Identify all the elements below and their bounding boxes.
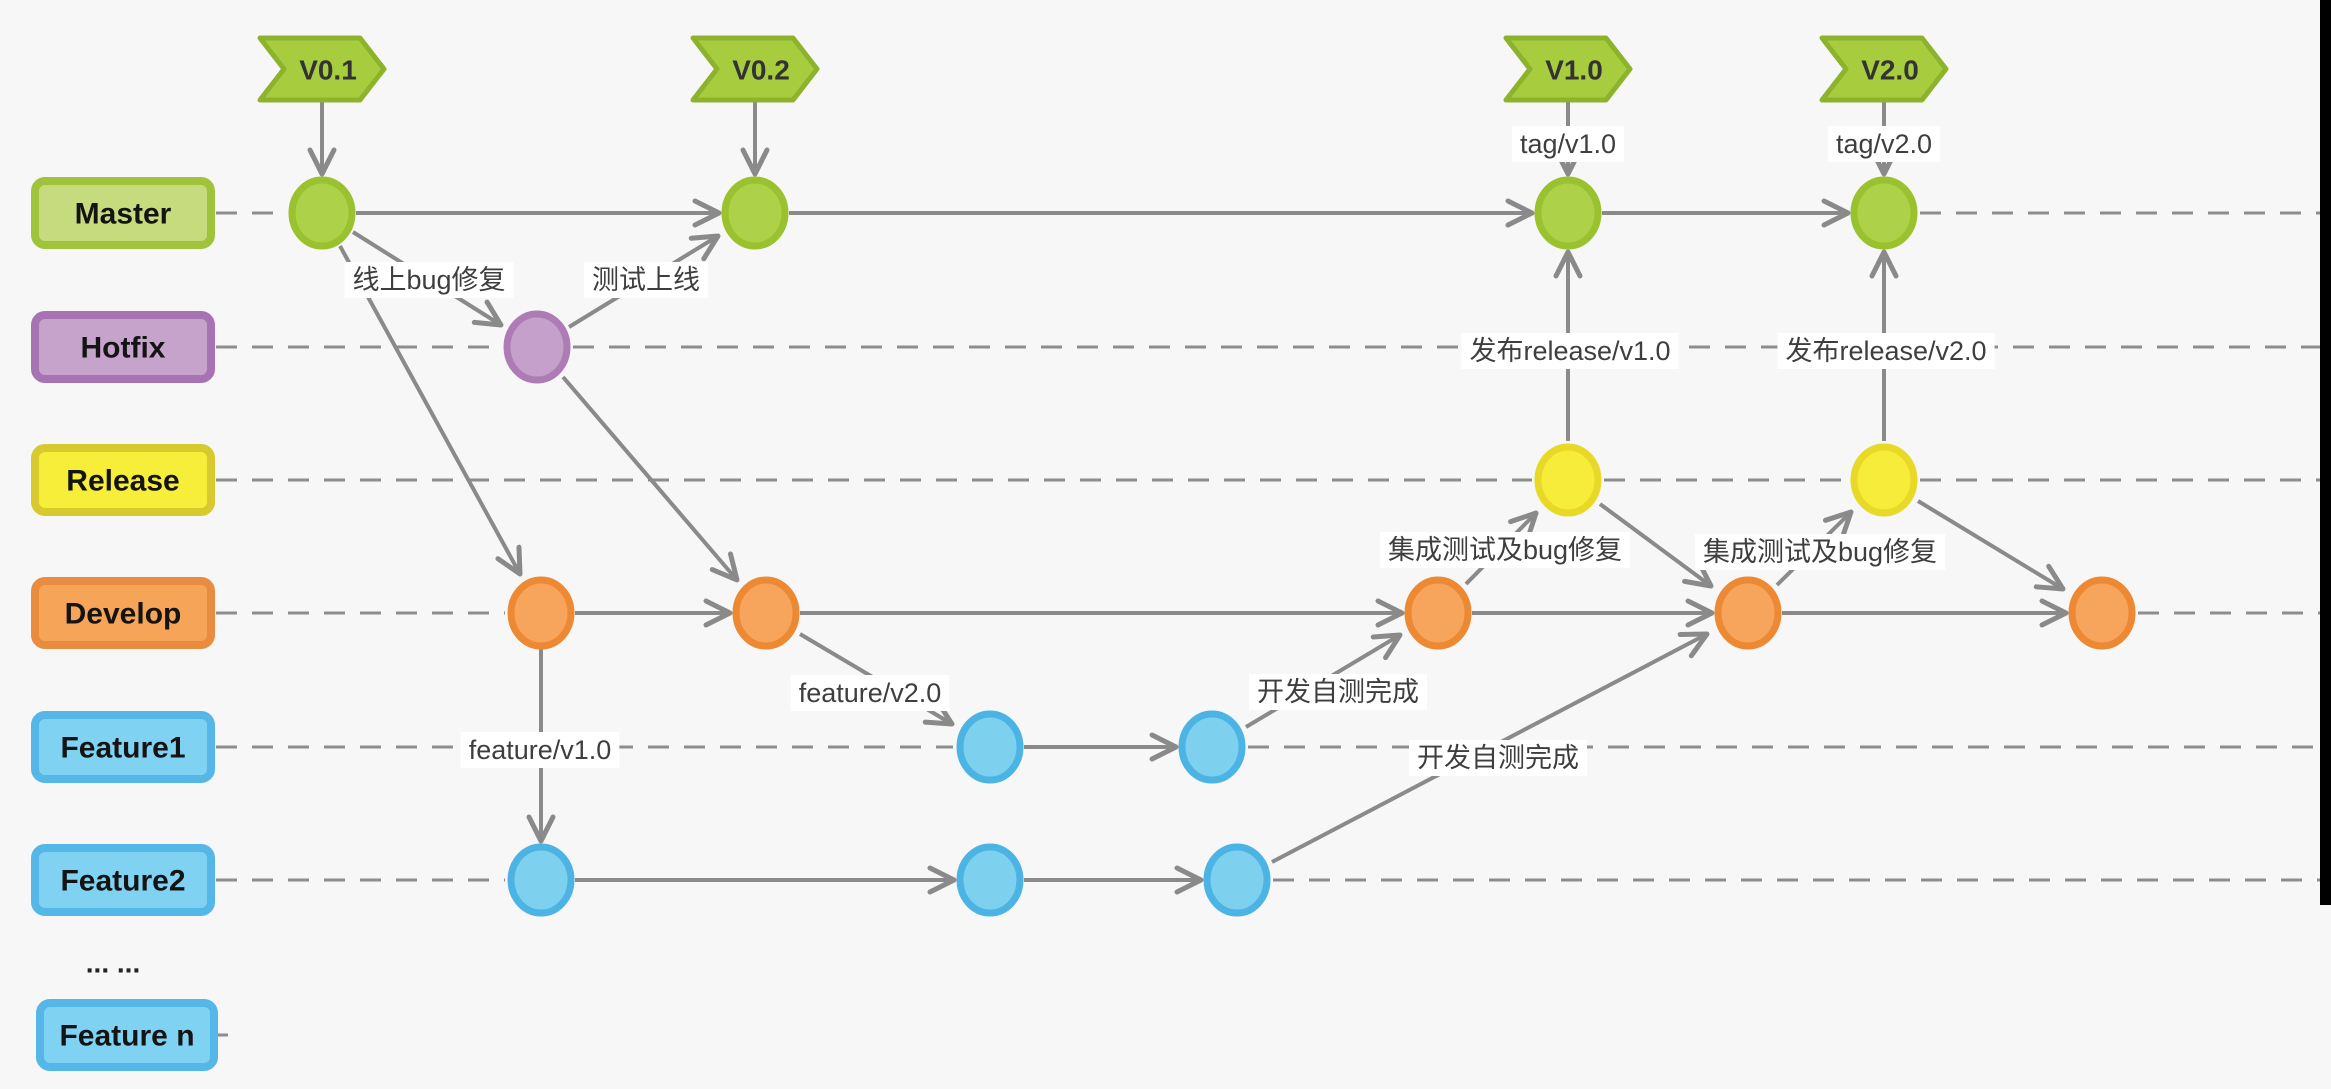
version-flag-v0.2: V0.2 bbox=[690, 35, 820, 103]
flag-version-text: V2.0 bbox=[1861, 55, 1919, 86]
edge-release1-to-develop4 bbox=[1598, 502, 1714, 589]
label-publish-release-v2-text: 发布release/v2.0 bbox=[1785, 336, 1986, 366]
label-publish-release-v1: 发布release/v1.0 bbox=[1461, 333, 1679, 369]
branch-name-text: Release bbox=[66, 465, 179, 498]
flag-version-text: V0.2 bbox=[732, 55, 790, 86]
commit-node-develop-commit-2 bbox=[732, 576, 800, 650]
label-selftest-done-2-text: 开发自测完成 bbox=[1417, 743, 1579, 773]
branch-box bbox=[36, 999, 218, 1071]
label-tag-v2-text: tag/v2.0 bbox=[1836, 129, 1932, 159]
branch-name-text: Develop bbox=[65, 598, 182, 631]
branch-box bbox=[31, 844, 215, 916]
flag-shape bbox=[257, 35, 387, 103]
branch-box bbox=[31, 444, 215, 516]
version-flag-v1.0: V1.0 bbox=[1503, 35, 1633, 103]
commit-node-master-commit-4 bbox=[1850, 176, 1918, 250]
label-integration-test-1-text: 集成测试及bug修复 bbox=[1388, 535, 1622, 565]
edge-hotfix-to-develop2 bbox=[561, 375, 740, 583]
label-tag-v1-bg bbox=[1511, 126, 1625, 162]
commit-node-release-commit-1 bbox=[1534, 443, 1602, 517]
label-tag-v2-bg bbox=[1827, 126, 1941, 162]
branch-label-master: Master bbox=[31, 177, 215, 249]
label-tag-v2: tag/v2.0 bbox=[1827, 126, 1941, 162]
commit-node-hotfix-commit-1 bbox=[503, 310, 571, 384]
branch-name-text: Feature n bbox=[59, 1020, 194, 1053]
branch-box bbox=[31, 311, 215, 383]
branch-box bbox=[31, 177, 215, 249]
label-test-online-bg bbox=[584, 262, 708, 298]
commit-node-feature2-commit-3 bbox=[1203, 843, 1271, 917]
commit-node-release-commit-2 bbox=[1850, 443, 1918, 517]
label-selftest-done-1: 开发自测完成 bbox=[1249, 674, 1427, 710]
commit-node-master-commit-2 bbox=[721, 176, 789, 250]
label-tag-v1: tag/v1.0 bbox=[1511, 126, 1625, 162]
branch-label-hotfix: Hotfix bbox=[31, 311, 215, 383]
commit-node-feature2-commit-2 bbox=[956, 843, 1024, 917]
branch-name-text: Master bbox=[75, 198, 172, 231]
branch-name-text: Feature2 bbox=[60, 865, 185, 898]
label-publish-release-v1-text: 发布release/v1.0 bbox=[1469, 336, 1670, 366]
flag-version-text: V0.1 bbox=[299, 55, 357, 86]
edge-release2-to-develop5 bbox=[1916, 499, 2066, 592]
label-selftest-done-2: 开发自测完成 bbox=[1409, 740, 1587, 776]
branch-box bbox=[31, 711, 215, 783]
branch-label-feature-n: Feature n bbox=[36, 999, 218, 1071]
label-feature-v1-text: feature/v1.0 bbox=[469, 735, 612, 765]
branch-label-feature2: Feature2 bbox=[31, 844, 215, 916]
branch-name-text: Feature1 bbox=[60, 732, 185, 765]
label-selftest-done-1-text: 开发自测完成 bbox=[1257, 677, 1419, 707]
label-publish-release-v1-bg bbox=[1461, 333, 1679, 369]
label-feature-v2: feature/v2.0 bbox=[790, 675, 950, 711]
label-integration-test-1-bg bbox=[1379, 532, 1631, 568]
label-integration-test-1: 集成测试及bug修复 bbox=[1379, 532, 1631, 568]
version-flag-v0.1: V0.1 bbox=[257, 35, 387, 103]
label-feature-v2-text: feature/v2.0 bbox=[799, 678, 942, 708]
flag-shape bbox=[690, 35, 820, 103]
flag-version-text: V1.0 bbox=[1545, 55, 1603, 86]
edge-master1-to-develop1 bbox=[338, 245, 523, 577]
branch-box bbox=[31, 577, 215, 649]
commit-node-develop-commit-3 bbox=[1404, 576, 1472, 650]
label-integration-test-2-bg bbox=[1694, 534, 1946, 570]
label-tag-v1-text: tag/v1.0 bbox=[1520, 129, 1616, 159]
label-selftest-done-2-bg bbox=[1409, 740, 1587, 776]
commit-node-develop-commit-5 bbox=[2068, 576, 2136, 650]
label-online-bugfix-bg bbox=[344, 262, 514, 298]
branch-label-feature1: Feature1 bbox=[31, 711, 215, 783]
flag-shape bbox=[1819, 35, 1949, 103]
label-integration-test-2: 集成测试及bug修复 bbox=[1694, 534, 1946, 570]
label-feature-v2-bg bbox=[790, 675, 950, 711]
commit-node-feature1-commit-1 bbox=[956, 710, 1024, 784]
label-integration-test-2-text: 集成测试及bug修复 bbox=[1703, 537, 1937, 567]
branch-label-develop: Develop bbox=[31, 577, 215, 649]
commit-node-master-commit-1 bbox=[288, 176, 356, 250]
label-online-bugfix-text: 线上bug修复 bbox=[352, 265, 505, 295]
label-test-online: 测试上线 bbox=[584, 262, 708, 298]
label-online-bugfix: 线上bug修复 bbox=[344, 262, 514, 298]
commit-node-develop-commit-1 bbox=[507, 576, 575, 650]
commit-node-master-commit-3 bbox=[1534, 176, 1602, 250]
label-feature-v1-bg bbox=[460, 732, 620, 768]
flag-shape bbox=[1503, 35, 1633, 103]
branch-name-text: Hotfix bbox=[81, 332, 166, 365]
branch-label-release: Release bbox=[31, 444, 215, 516]
commit-node-feature2-commit-1 bbox=[507, 843, 575, 917]
commit-node-feature1-commit-2 bbox=[1178, 710, 1246, 784]
label-publish-release-v2: 发布release/v2.0 bbox=[1777, 333, 1995, 369]
version-flag-v2.0: V2.0 bbox=[1819, 35, 1949, 103]
label-publish-release-v2-bg bbox=[1777, 333, 1995, 369]
label-feature-v1: feature/v1.0 bbox=[460, 732, 620, 768]
right-edge-bar bbox=[2320, 0, 2331, 905]
feature-ellipsis-text: ... ... bbox=[86, 948, 140, 979]
commit-node-develop-commit-4 bbox=[1714, 576, 1782, 650]
label-test-online-text: 测试上线 bbox=[592, 265, 700, 295]
label-selftest-done-1-bg bbox=[1249, 674, 1427, 710]
